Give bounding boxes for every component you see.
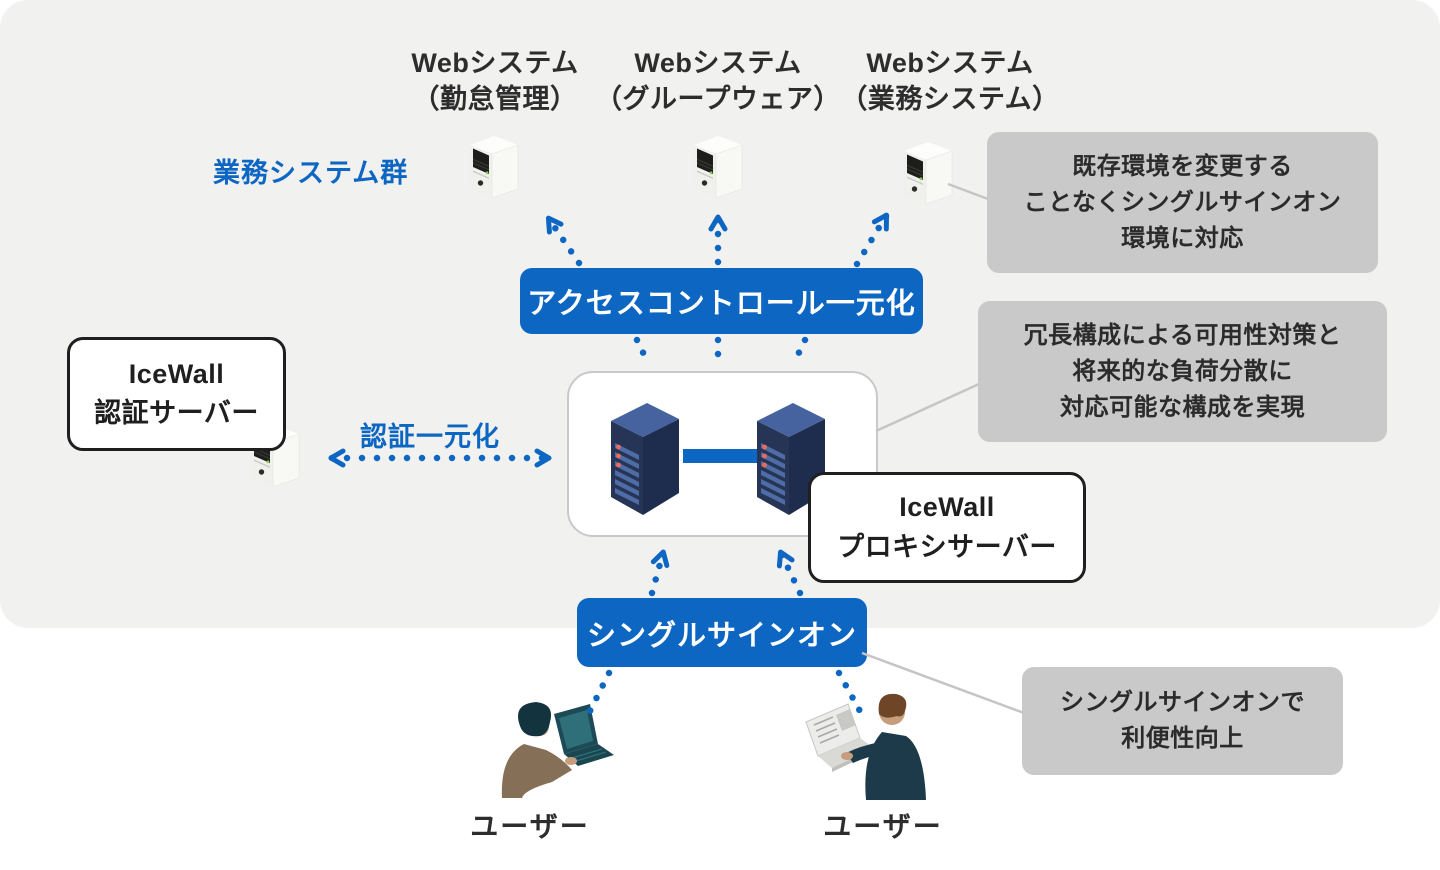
web-server-icon-1 [470,136,519,199]
web-server-icon-3 [904,142,953,205]
business-systems-group-label: 業務システム群 [213,158,409,188]
proxy-server-name: IceWall [899,492,995,523]
user-right-label: ユーザー [823,811,943,842]
web-system-subtitle: （勤怠管理） [412,83,578,114]
note-redundancy: 冗長構成による可用性対策と 将来的な負荷分散に 対応可能な構成を実現 [978,301,1387,442]
web-system-title: Webシステム [411,48,579,78]
auth-server-role: 認証サーバー [94,398,259,428]
note-line: ことなくシングルサインオン [1023,188,1342,216]
web-system-subtitle: （グループウェア） [595,83,841,114]
note-existing-env: 既存環境を変更する ことなくシングルサインオン 環境に対応 [987,132,1378,273]
auth-server-label-box: IceWall 認証サーバー [67,337,286,451]
sso-banner: シングルサインオン [577,598,867,667]
note-convenience: シングルサインオンで 利便性向上 [1022,667,1343,775]
cluster-link-bar [683,449,757,463]
web-system-label-1: Webシステム （勤怠管理） [375,46,615,117]
web-system-title: Webシステム [866,48,1034,78]
note-line: 対応可能な構成を実現 [1060,393,1305,421]
note-line: 将来的な負荷分散に [1072,357,1293,385]
note-line: 既存環境を変更する [1072,152,1293,180]
note-line: 環境に対応 [1121,224,1244,252]
proxy-server-icon-1 [611,403,679,515]
proxy-server-role: プロキシサーバー [837,531,1057,562]
auth-server-name: IceWall [128,358,225,389]
user-right-icon [805,693,926,800]
note-line: 利便性向上 [1121,725,1244,752]
user-left-icon [501,702,614,798]
note-line: 冗長構成による可用性対策と [1023,321,1342,349]
web-server-icon-2 [694,136,743,199]
note-line: シングルサインオンで [1060,689,1305,716]
web-system-label-3: Webシステム （業務システム） [830,46,1070,117]
web-system-label-2: Webシステム （グループウェア） [588,46,848,117]
proxy-server-label-box: IceWall プロキシサーバー [808,472,1086,583]
web-system-title: Webシステム [634,48,802,78]
web-system-subtitle: （業務システム） [840,83,1060,114]
auth-flow-label: 認証一元化 [360,422,500,452]
access-control-banner: アクセスコントロール一元化 [520,268,923,334]
user-left-label: ユーザー [470,811,590,842]
